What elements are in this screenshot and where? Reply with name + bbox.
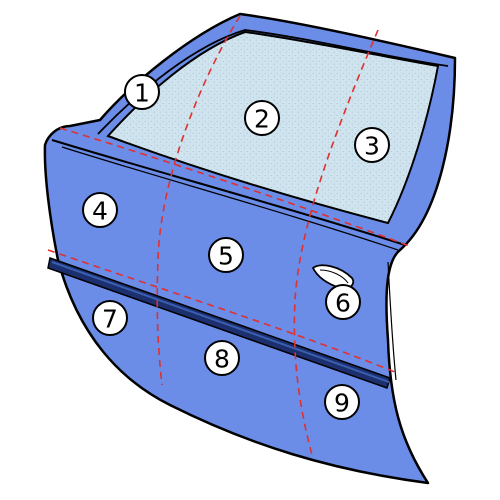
belt-line-inner [61, 146, 399, 251]
door-handle-body [311, 264, 355, 290]
zone-markers: 1 2 3 4 5 6 7 8 9 [82, 74, 390, 420]
zone-marker-circle [82, 192, 118, 228]
section-line-rear [293, 29, 379, 456]
zone-marker-2: 2 [244, 100, 280, 136]
rear-crease [387, 261, 397, 381]
door-handle-icon [311, 264, 355, 290]
zone-marker-circle [92, 300, 128, 336]
zone-marker-circle [204, 340, 240, 376]
zone-marker-circle [354, 127, 390, 163]
zone-marker-label: 5 [218, 242, 234, 271]
door-handle-grip [319, 269, 349, 284]
zone-marker-8: 8 [204, 340, 240, 376]
side-molding-highlight [51, 261, 390, 383]
belt-line [51, 139, 406, 246]
zone-marker-circle [208, 237, 244, 273]
zone-marker-6: 6 [325, 284, 361, 320]
zone-marker-5: 5 [208, 237, 244, 273]
zone-marker-label: 1 [134, 79, 150, 108]
zone-marker-label: 9 [334, 389, 350, 418]
section-lines [47, 15, 413, 456]
zone-marker-circle [324, 384, 360, 420]
zone-marker-1: 1 [124, 74, 160, 110]
zone-marker-label: 3 [364, 132, 380, 161]
zone-marker-7: 7 [92, 300, 128, 336]
zone-marker-label: 6 [335, 289, 351, 318]
zone-marker-9: 9 [324, 384, 360, 420]
zone-marker-circle [124, 74, 160, 110]
zone-marker-label: 2 [254, 105, 270, 134]
zone-marker-circle [325, 284, 361, 320]
zone-marker-label: 4 [92, 197, 108, 226]
zone-marker-label: 8 [214, 345, 230, 374]
zone-marker-label: 7 [102, 305, 118, 334]
zone-marker-4: 4 [82, 192, 118, 228]
zone-marker-3: 3 [354, 127, 390, 163]
section-line-front [156, 15, 241, 386]
section-line-lower [47, 249, 396, 373]
section-line-upper [59, 127, 413, 248]
zone-marker-circle [244, 100, 280, 136]
